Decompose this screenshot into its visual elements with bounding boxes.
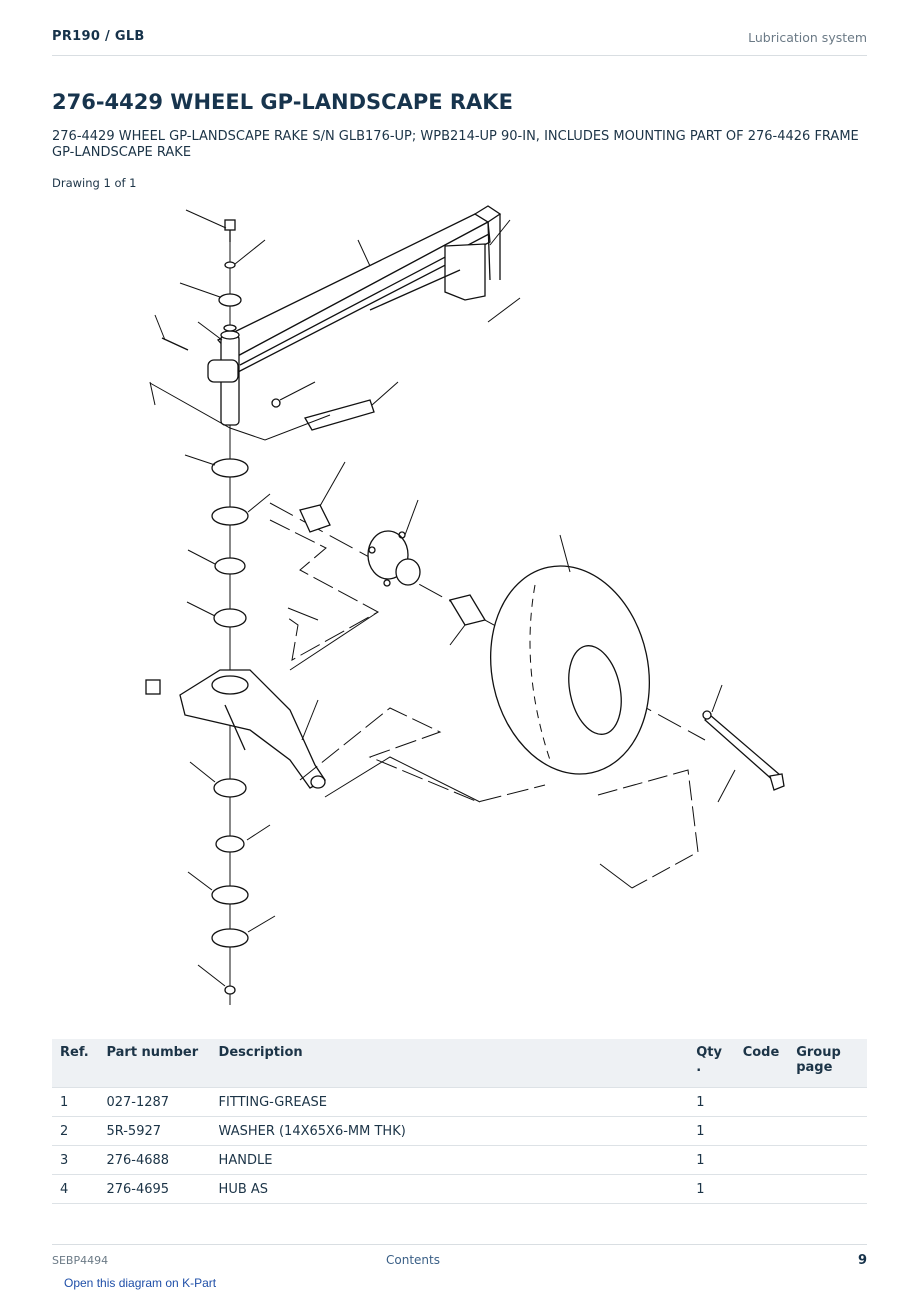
cell-part-number[interactable]: 276-4688 <box>98 1145 211 1175</box>
cell-group-page <box>788 1116 867 1146</box>
col-description: Description <box>210 1039 689 1088</box>
bearing-cone-1 <box>214 557 246 575</box>
table-row: 4 276-4695 HUB AS 1 <box>52 1174 867 1204</box>
spacer-1 <box>299 504 331 533</box>
cell-qty: 1 <box>688 1087 735 1117</box>
bolt-top <box>224 219 236 242</box>
cell-ref: 1 <box>52 1087 99 1117</box>
upper-shaft <box>207 330 240 426</box>
cell-description: HUB AS <box>210 1174 689 1204</box>
cell-group-page <box>788 1087 867 1117</box>
col-qty: Qty . <box>688 1039 735 1088</box>
washer-bottom <box>211 928 249 948</box>
parts-table: Ref. Part number Description Qty . Code … <box>52 1039 867 1204</box>
hub-assembly <box>367 530 421 587</box>
section-name: Lubrication system <box>748 30 867 45</box>
nut-bottom <box>224 985 236 995</box>
cell-code <box>734 1087 789 1117</box>
reference-lines <box>149 209 736 987</box>
washer-2 <box>211 458 249 478</box>
collar <box>223 324 237 332</box>
document-id: SEBP4494 <box>52 1254 109 1267</box>
col-part-number: Part number <box>98 1039 211 1088</box>
spindle-arm <box>179 669 326 789</box>
bearing-cone-2 <box>215 835 245 853</box>
axle-bolt <box>704 714 781 783</box>
group-description: 276-4429 WHEEL GP-LANDSCAPE RAKE S/N GLB… <box>52 129 859 160</box>
page-number: 9 <box>857 1253 867 1268</box>
cell-part-number[interactable]: 276-4695 <box>98 1174 211 1204</box>
breadcrumb[interactable]: PR190 / GLB <box>52 29 145 44</box>
table-header-row: Ref. Part number Description Qty . Code … <box>52 1039 867 1088</box>
washer-3 <box>211 506 249 526</box>
cell-group-page <box>788 1145 867 1175</box>
spacer-2 <box>448 594 487 626</box>
cell-part-number[interactable]: 027-1287 <box>98 1087 211 1117</box>
bearing-cup-1 <box>213 608 247 628</box>
col-ref: Ref. <box>52 1039 99 1088</box>
nut-axle <box>702 710 712 720</box>
bearing-cup-2 <box>213 778 247 798</box>
page-footer: SEBP4494 Contents 9 <box>52 1244 867 1275</box>
washer-top <box>218 293 242 307</box>
exploded-parts-diagram[interactable] <box>140 200 790 1015</box>
tire <box>489 565 651 775</box>
col-group-page: Group page <box>788 1039 867 1088</box>
cell-ref: 4 <box>52 1174 99 1204</box>
cell-code <box>734 1174 789 1204</box>
open-kpart-link[interactable]: Open this diagram on K-Part <box>64 1276 217 1290</box>
col-code: Code <box>734 1039 789 1088</box>
contents-link[interactable]: Contents <box>386 1253 440 1267</box>
cell-description: HANDLE <box>210 1145 689 1175</box>
cell-code <box>734 1145 789 1175</box>
cell-description: WASHER (14X65X6-MM THK) <box>210 1116 689 1146</box>
table-row: 3 276-4688 HANDLE 1 <box>52 1145 867 1175</box>
page-header: PR190 / GLB Lubrication system <box>52 29 867 56</box>
cell-description: FITTING-GREASE <box>210 1087 689 1117</box>
table-row: 1 027-1287 FITTING-GREASE 1 <box>52 1087 867 1117</box>
grease-fitting <box>145 679 161 695</box>
nut-top <box>224 261 236 269</box>
cell-part-number[interactable]: 5R-5927 <box>98 1116 211 1146</box>
table-row: 2 5R-5927 WASHER (14X65X6-MM THK) 1 <box>52 1116 867 1146</box>
frame-arm <box>216 205 502 373</box>
cell-ref: 3 <box>52 1145 99 1175</box>
handle-part <box>161 337 375 431</box>
page-title: 276-4429 WHEEL GP-LANDSCAPE RAKE <box>52 90 513 114</box>
cell-group-page <box>788 1174 867 1204</box>
cell-qty: 1 <box>688 1145 735 1175</box>
cell-qty: 1 <box>688 1116 735 1146</box>
cell-qty: 1 <box>688 1174 735 1204</box>
cell-ref: 2 <box>52 1116 99 1146</box>
washer-4 <box>211 885 249 905</box>
cell-code <box>734 1116 789 1146</box>
drawing-counter: Drawing 1 of 1 <box>52 176 137 190</box>
